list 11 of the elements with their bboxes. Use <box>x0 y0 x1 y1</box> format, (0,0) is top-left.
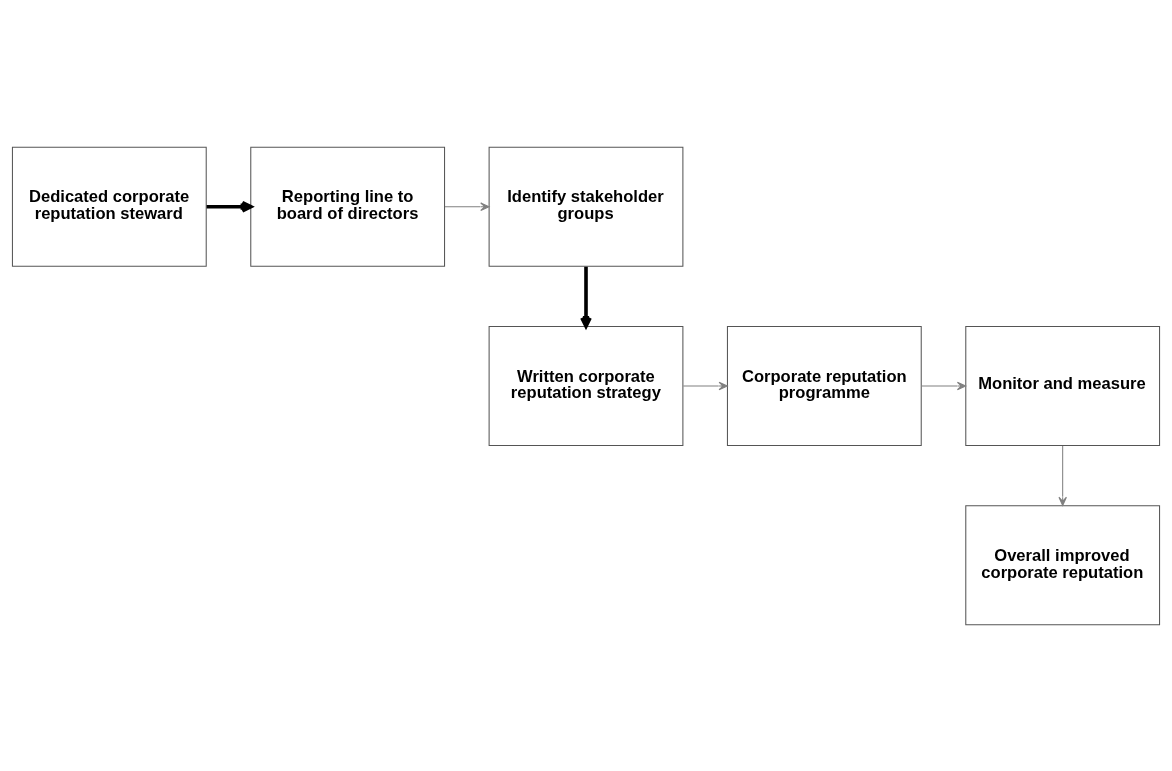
node-box: Overall improved corporate reputation <box>965 504 1161 625</box>
arrow <box>921 381 967 390</box>
node-box: Corporate reputation programme <box>726 325 922 446</box>
node-box: Reporting line to board of directors <box>250 146 446 267</box>
arrow <box>682 381 728 390</box>
arrow <box>1058 445 1067 506</box>
arrow <box>444 202 490 211</box>
node-box: Identify stakeholder groups <box>488 146 684 267</box>
node-box: Written corporate reputation strategy <box>488 325 684 446</box>
node-box: Monitor and measure <box>965 325 1161 446</box>
node-box: Dedicated corporate reputation steward <box>11 146 207 267</box>
